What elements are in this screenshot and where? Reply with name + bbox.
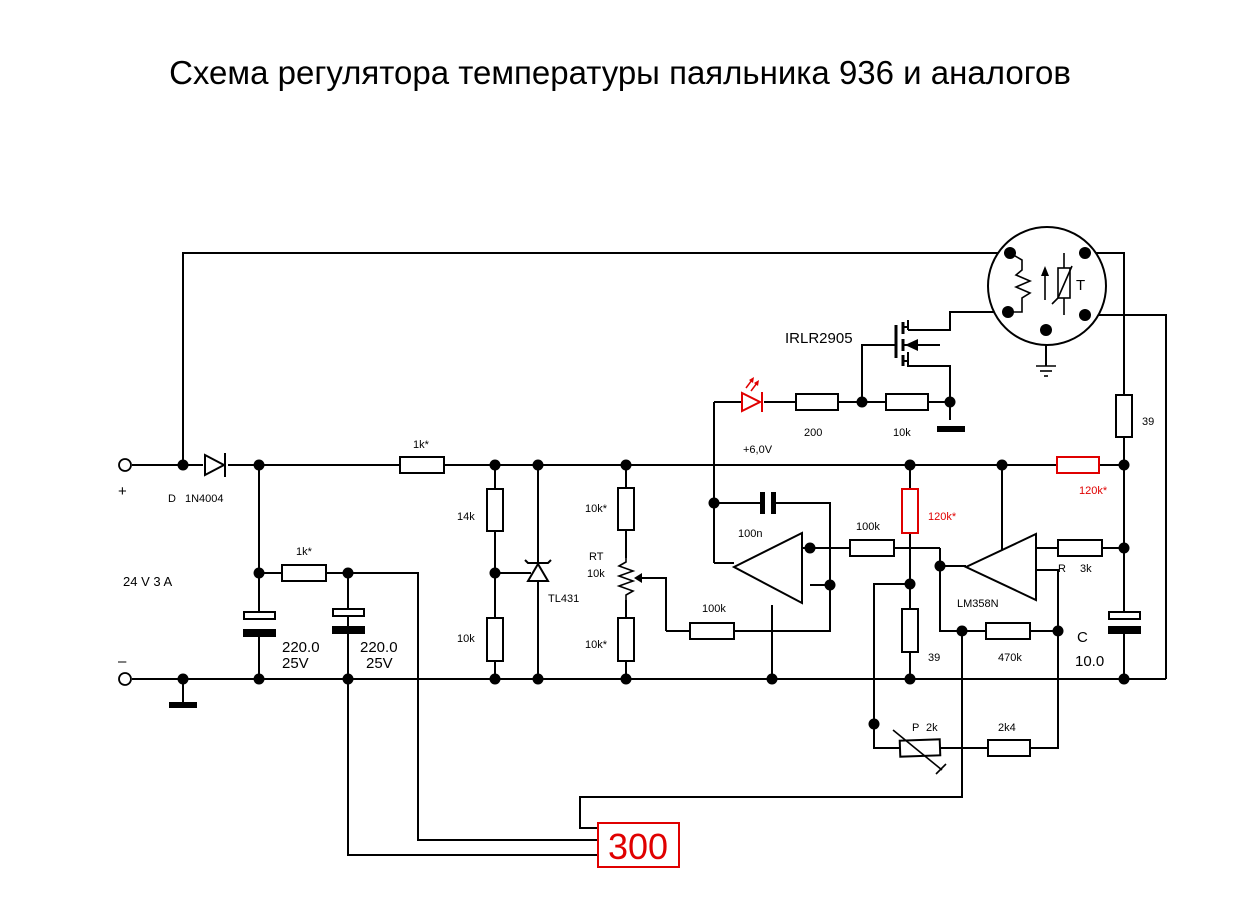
capacitor-integrator-label: 100n (738, 528, 762, 540)
plus-terminal (118, 458, 132, 472)
resistor-pot-bottom-label: 10k* (585, 639, 608, 651)
resistor-red-heater (1056, 456, 1100, 474)
opamp-2-symbol (963, 532, 1037, 602)
resistor-heater (1115, 394, 1133, 438)
potentiometer-ref-label: RT (589, 551, 604, 563)
diode-part-label: 1N4004 (185, 493, 224, 505)
capacitor-output-ref-label: C (1077, 629, 1088, 646)
trimmer-ref-label: P (912, 722, 919, 734)
mosfet-symbol (894, 322, 940, 366)
potentiometer-symbol (616, 558, 642, 600)
resistor-comp-in (1057, 539, 1103, 557)
thermistor-mark-label: T (1076, 277, 1085, 294)
capacitor-c2-value-label: 220.0 (360, 639, 398, 656)
resistor-feedback (849, 539, 895, 557)
tl431-symbol (524, 559, 552, 582)
power-spec-label: 24 V 3 A (123, 574, 172, 589)
led-icon (741, 377, 763, 413)
plus-label: + (118, 483, 127, 500)
resistor-heater-label: 39 (1142, 416, 1154, 428)
minus-label: – (118, 653, 127, 670)
resistor-comp-in-ref-label: R (1058, 563, 1066, 575)
resistor-comp-in-label: 3k (1080, 563, 1092, 575)
resistor-feedback-label: 100k (856, 521, 880, 533)
resistor-trim-series-label: 2k4 (998, 722, 1016, 734)
resistor-pot-bottom (617, 617, 635, 662)
resistor-div-bottom-label: 10k (457, 633, 475, 645)
capacitor-output (1108, 611, 1141, 634)
resistor-series-top-label: 1k* (413, 439, 430, 451)
resistor-series-top (399, 456, 445, 474)
diode-symbol (204, 453, 227, 477)
potentiometer-value-label: 10k (587, 568, 605, 580)
temperature-display-value: 300 (608, 826, 668, 867)
resistor-comp-feedback (985, 622, 1031, 640)
resistor-opamp-in-label: 100k (702, 603, 726, 615)
trimmer-value-label: 2k (926, 722, 938, 734)
resistor-red-bias (901, 488, 919, 534)
resistor-red-bias-label: 120k* (928, 511, 957, 523)
handpiece-connector (987, 226, 1107, 346)
diode-ref-label: D (168, 493, 176, 505)
resistor-led-label: 200 (804, 427, 822, 439)
junctions (177, 396, 1130, 730)
trimmer-resistor (892, 729, 947, 775)
capacitor-c2 (332, 608, 365, 634)
rail-voltage-label: +6,0V (743, 444, 773, 456)
resistor-bias-low-label: 39 (928, 652, 940, 664)
capacitor-c1-value-label: 220.0 (282, 639, 320, 656)
resistor-comp-feedback-label: 470k (998, 652, 1022, 664)
ground-icon (169, 702, 197, 708)
resistor-red-heater-label: 120k* (1079, 485, 1108, 497)
resistor-led (795, 393, 839, 411)
resistor-gate-label: 10k (893, 427, 911, 439)
capacitor-c1-voltage-label: 25V (282, 655, 309, 672)
minus-terminal (118, 672, 132, 686)
capacitor-c2-voltage-label: 25V (366, 655, 393, 672)
capacitor-integrator (760, 492, 776, 514)
resistor-div-top (486, 488, 504, 532)
resistor-pot-top (617, 487, 635, 531)
opamp-1-symbol (731, 531, 803, 605)
ground-icon (937, 426, 965, 432)
resistor-trim-series (987, 739, 1031, 757)
wiring (132, 252, 1167, 856)
resistor-opamp-in (689, 622, 735, 640)
resistor-bias-low (901, 608, 919, 653)
resistor-series-mid (281, 564, 327, 582)
temperature-display (597, 822, 680, 868)
resistor-pot-top-label: 10k* (585, 503, 608, 515)
resistor-series-mid-label: 1k* (296, 546, 313, 558)
capacitor-c1 (243, 611, 276, 637)
opamp-label: LM358N (957, 598, 999, 610)
resistor-gate (885, 393, 929, 411)
capacitor-output-value-label: 10.0 (1075, 653, 1104, 670)
resistor-div-top-label: 14k (457, 511, 475, 523)
ground-icon (1036, 365, 1056, 377)
resistor-div-bottom (486, 617, 504, 662)
mosfet-label: IRLR2905 (785, 330, 853, 347)
tl431-label: TL431 (548, 593, 579, 605)
diagram-title: Схема регулятора температуры паяльника 9… (169, 54, 1071, 91)
